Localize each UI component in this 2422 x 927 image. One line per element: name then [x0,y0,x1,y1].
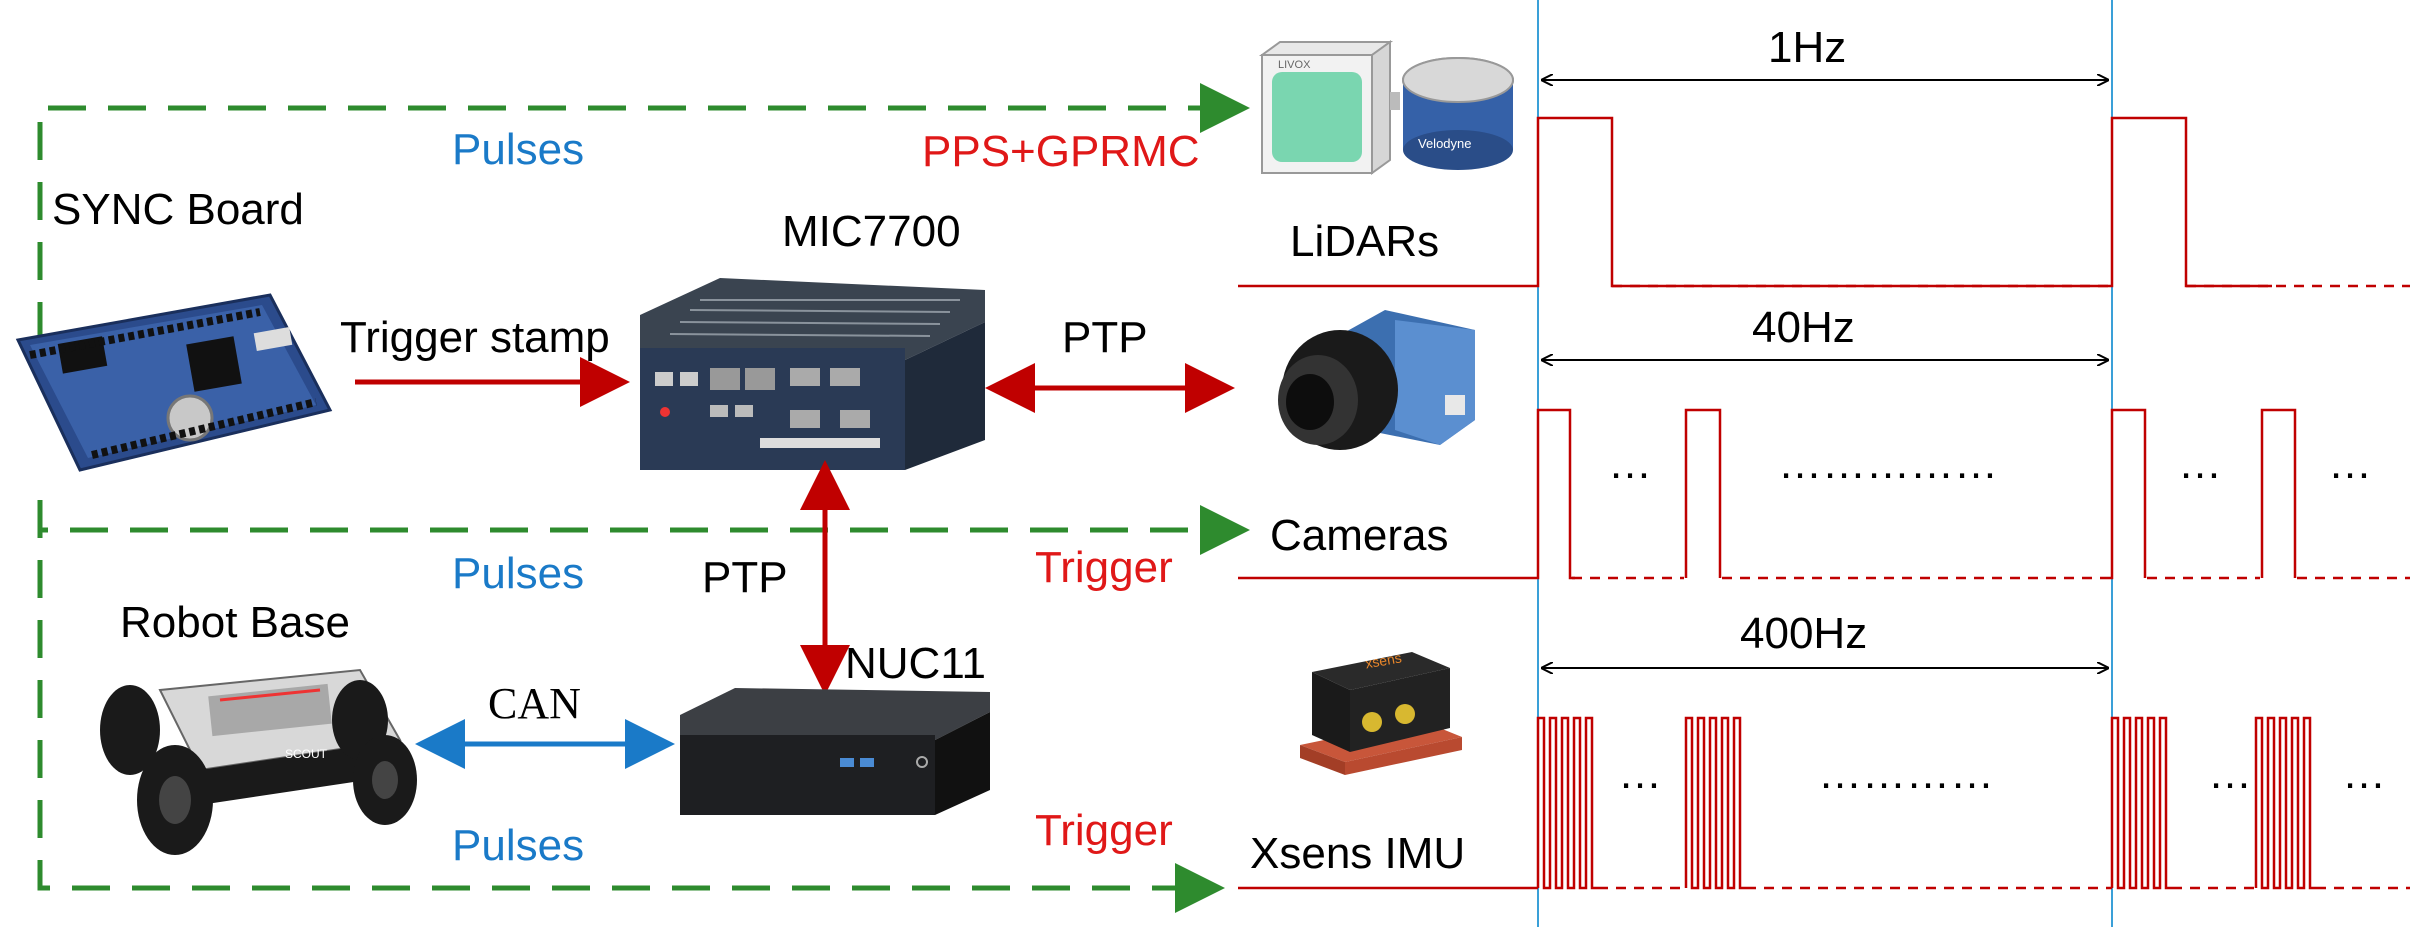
pulse-lines [37,83,1250,913]
camera-dots-3: … [2178,439,2222,488]
nuc11-label: NUC11 [845,639,986,688]
robot-base-image: SCOUT [100,668,417,855]
pulse-line-bottom [37,500,1225,913]
ptp-label-vertical: PTP [702,553,788,602]
cameras-label: Cameras [1270,511,1449,560]
imu-trigger-signal [1238,716,2410,890]
imu-pulse-train [2254,716,2316,890]
camera-dots-4: … [2328,439,2372,488]
imu-dots-2: ………… [1818,749,1994,798]
lidars-label: LiDARs [1290,217,1439,266]
mic7700-image [640,278,985,470]
can-label: CAN [488,679,581,728]
xsens-imu-label: Xsens IMU [1250,829,1465,878]
imu-dots-1: … [1618,749,1662,798]
xsens-imu-image: xsens [1300,649,1462,775]
trigger-label-1: Trigger [1035,543,1173,592]
imu-pulse-train [1536,716,1598,890]
pulses-label-3: Pulses [452,821,584,870]
camera-rate-label: 40Hz [1752,303,1855,352]
mic7700-label: MIC7700 [782,207,961,256]
svg-text:LIVOX: LIVOX [1278,59,1311,71]
imu-dots-4: … [2342,749,2386,798]
camera-image [1278,310,1475,450]
nuc11-image [680,688,990,815]
camera-dots-1: … [1608,439,1652,488]
velodyne-lidar-image: Velodyne [1402,57,1514,170]
pulses-label-1: Pulses [452,125,584,174]
lidar-rate-label: 1Hz [1768,23,1846,72]
trigger-stamp-label: Trigger stamp [340,313,610,362]
svg-text:SCOUT: SCOUT [285,747,328,761]
svg-text:xsens: xsens [1364,649,1403,671]
robot-base-label: Robot Base [120,598,350,647]
imu-pulse-train [1684,716,1746,890]
camera-trigger-signal [1238,408,2297,580]
sync-board-image [15,293,333,472]
pulse-line-top [37,83,1250,340]
svg-text:Velodyne: Velodyne [1418,136,1472,151]
sync-board-label: SYNC Board [52,185,304,234]
trigger-label-2: Trigger [1035,806,1173,855]
pps-gprmc-label: PPS+GPRMC [922,127,1200,176]
ptp-label-top: PTP [1062,313,1148,362]
imu-pulse-train [2110,716,2172,890]
pulses-label-2: Pulses [452,549,584,598]
livox-lidar-image: LIVOX [1258,40,1400,175]
pulse-line-middle [37,500,1250,555]
imu-dots-3: … [2208,749,2252,798]
camera-dots-2: …………… [1778,439,1998,488]
imu-rate-label: 400Hz [1740,609,1867,658]
lidar-pps-signal [1238,116,2272,288]
